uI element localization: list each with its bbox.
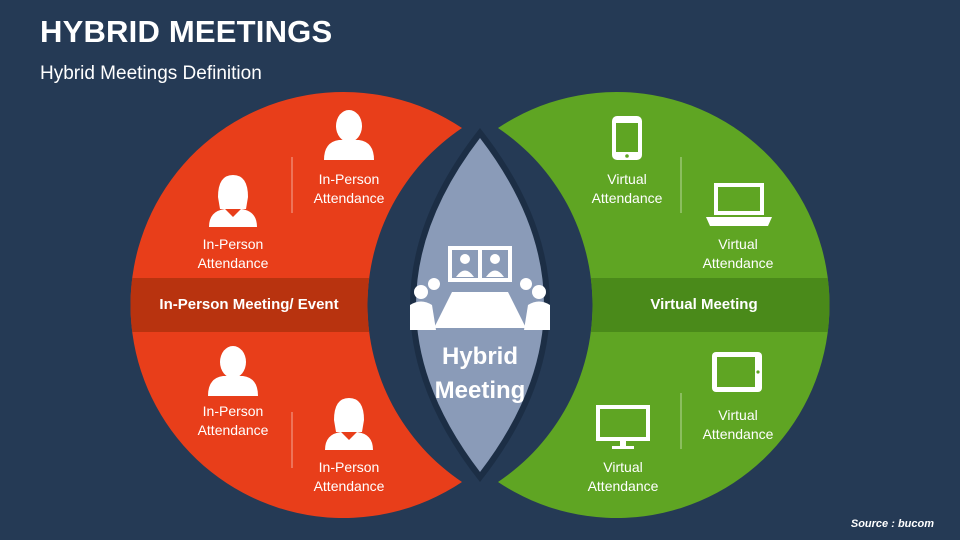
male-user-icon — [208, 346, 258, 396]
slide-title: HYBRID MEETINGS — [40, 14, 333, 49]
laptop-icon — [706, 183, 772, 226]
tablet-icon — [712, 352, 762, 392]
male-user-icon — [324, 110, 374, 160]
desktop-monitor-icon — [596, 405, 650, 449]
slide-subtitle: Hybrid Meetings Definition — [40, 63, 262, 84]
smartphone-icon — [612, 116, 642, 160]
virtual-meeting-label: Virtual Meeting — [650, 296, 758, 313]
conference-room-icon — [410, 246, 550, 330]
in-person-meeting-label: In-Person Meeting/ Event — [159, 296, 339, 313]
female-user-icon — [325, 398, 373, 450]
source-note: Source : bucom — [850, 518, 934, 530]
female-user-icon — [209, 175, 257, 227]
